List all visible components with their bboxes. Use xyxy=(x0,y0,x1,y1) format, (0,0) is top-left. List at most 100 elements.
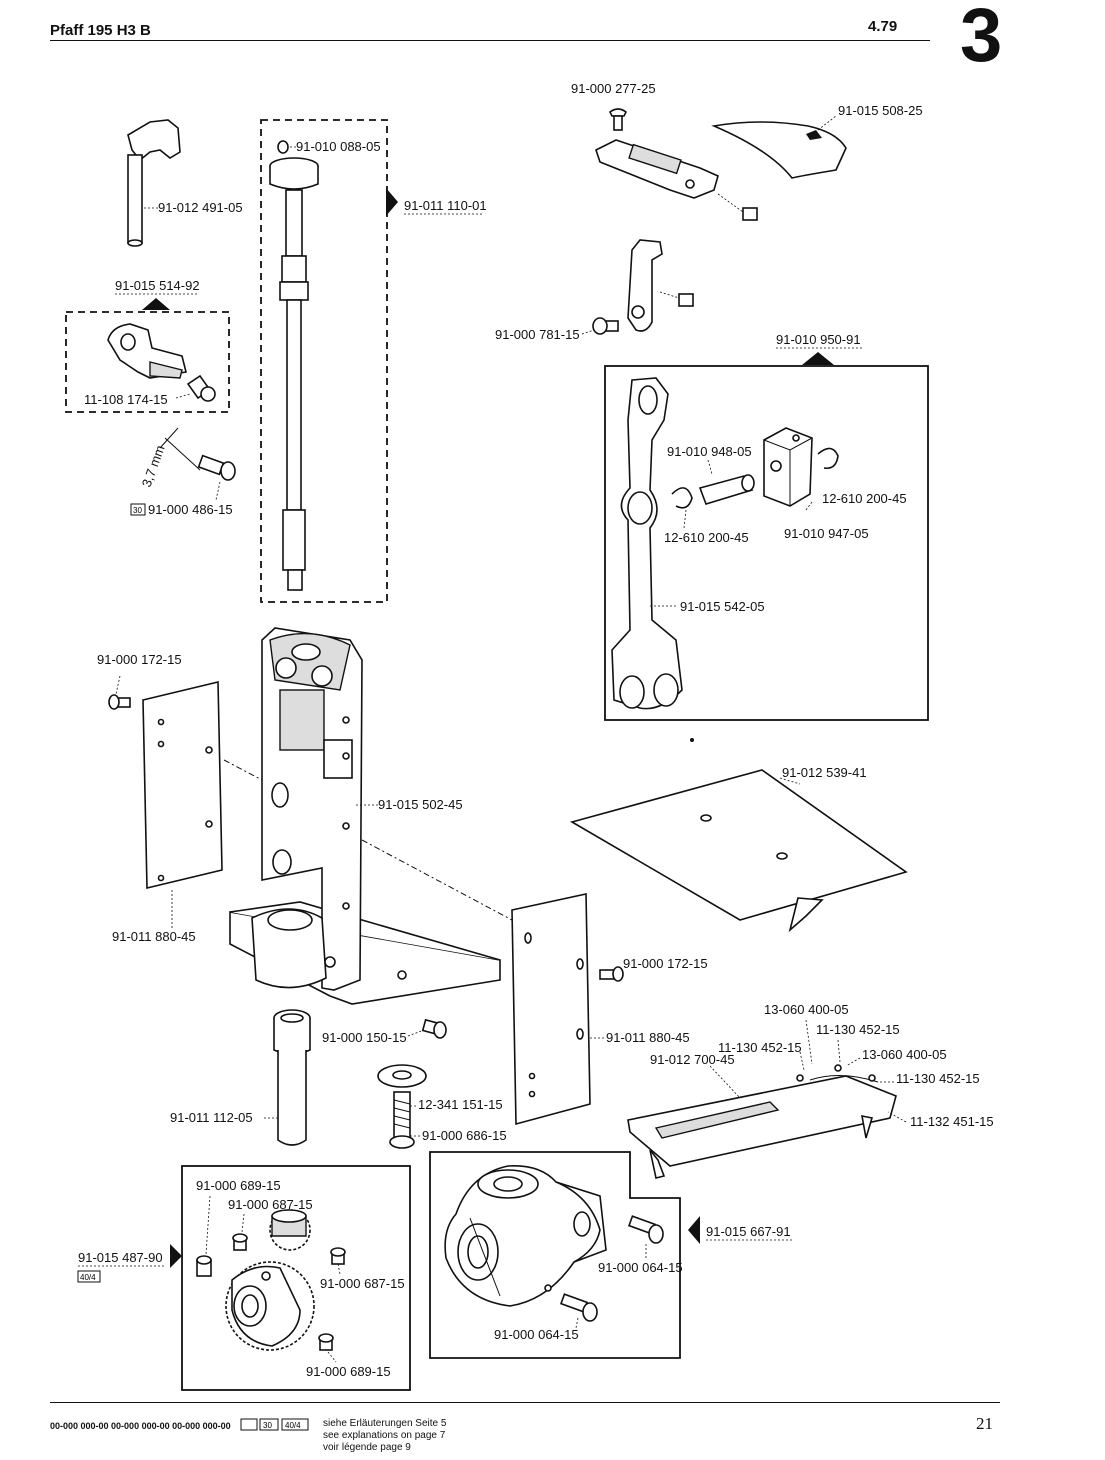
svg-text:40/4: 40/4 xyxy=(80,1273,96,1282)
part-label: 91-000 686-15 xyxy=(422,1128,507,1143)
throat-plate-part xyxy=(595,108,719,199)
connecting-rod-part xyxy=(611,377,683,710)
leader-line xyxy=(799,1051,805,1071)
part-label: 12-610 200-45 xyxy=(822,491,907,506)
footer-code-legend: 00-000 000-00 00-000 000-00 00-000 000-0… xyxy=(50,1421,231,1431)
group-marker xyxy=(802,352,834,365)
slide-plate-part xyxy=(711,121,847,179)
leader-line xyxy=(337,1263,341,1275)
group-marker xyxy=(386,188,398,216)
footer-note-en: see explanations on page 7 xyxy=(323,1430,446,1441)
screw-part xyxy=(627,1215,664,1244)
leader-line xyxy=(205,1195,211,1255)
part-label: 91-015 514-92 xyxy=(115,278,200,293)
footer-rule xyxy=(50,1402,1000,1403)
chapter-number: 3 xyxy=(960,0,1003,78)
svg-text:30: 30 xyxy=(133,506,142,515)
leader-line xyxy=(115,675,121,695)
retaining-ring-part xyxy=(817,447,839,470)
footer-note-de: siehe Erläuterungen Seite 5 xyxy=(323,1418,447,1429)
leader-line xyxy=(845,1057,861,1067)
screw-part xyxy=(108,694,131,710)
screw-part xyxy=(232,1233,248,1251)
part-label: 91-000 689-15 xyxy=(196,1178,281,1193)
thread-guide-part xyxy=(127,119,181,247)
document-title: Pfaff 195 H3 B xyxy=(50,22,151,39)
leader-line xyxy=(575,1317,579,1329)
part-label: 91-000 687-15 xyxy=(228,1197,313,1212)
part-label: 91-000 172-15 xyxy=(97,652,182,667)
part-label: 12-610 200-45 xyxy=(664,530,749,545)
leader-line xyxy=(215,481,221,501)
part-label: 11-108 174-15 xyxy=(84,392,168,407)
part-label: 91-015 508-25 xyxy=(838,103,923,118)
leader-line xyxy=(837,1039,841,1063)
part-label: 91-000 486-15 xyxy=(148,502,233,517)
part-label: 91-011 880-45 xyxy=(606,1030,690,1045)
reference-square xyxy=(678,293,694,307)
leader-line xyxy=(241,1213,245,1233)
part-label: 13-060 400-05 xyxy=(764,1002,849,1017)
revision-date: 4.79 xyxy=(868,18,898,35)
part-label: 91-010 950-91 xyxy=(776,332,861,347)
sprocket-part xyxy=(225,1209,315,1351)
bolt-part xyxy=(698,474,755,505)
leader-line xyxy=(581,329,595,335)
footer-badge-legend: 30 40/4 xyxy=(240,1418,309,1431)
svg-text:40/4: 40/4 xyxy=(285,1421,301,1430)
part-label: 11-130 452-15 xyxy=(896,1071,980,1086)
group-marker xyxy=(170,1244,182,1268)
header-rule xyxy=(50,40,930,41)
screw-part xyxy=(318,1333,334,1351)
part-label: 91-000 172-15 xyxy=(623,956,708,971)
part-label: 91-000 064-15 xyxy=(494,1327,579,1342)
svg-text:30: 30 xyxy=(263,1421,272,1430)
screw-part xyxy=(330,1247,346,1265)
leader-line xyxy=(659,291,680,299)
part-label: 91-010 088-05 xyxy=(296,139,381,154)
leader-line xyxy=(709,1065,741,1099)
part-label: 91-012 491-05 xyxy=(158,200,243,215)
reference-badge: 30 xyxy=(130,503,146,516)
part-label: 91-012 539-41 xyxy=(782,765,867,780)
screw-part xyxy=(159,427,236,481)
part-label: 11-130 452-15 xyxy=(718,1040,802,1055)
housing-part xyxy=(229,627,501,1005)
part-label: 91-000 277-25 xyxy=(571,81,656,96)
part-label: 11-132 451-15 xyxy=(910,1114,994,1129)
screw-part xyxy=(389,1091,415,1149)
part-label: 91-012 700-45 xyxy=(650,1052,735,1067)
cover-plate-part xyxy=(142,680,223,890)
centerline xyxy=(361,839,513,921)
feed-lever-part xyxy=(627,239,663,332)
needle-bar-part xyxy=(269,140,319,591)
pin-part xyxy=(273,1009,311,1146)
needle-plate-part xyxy=(627,1064,897,1179)
group-box-needle-bar xyxy=(260,119,388,603)
leader-line xyxy=(805,1019,813,1065)
bed-plate-part xyxy=(569,738,908,933)
part-label: 91-015 542-05 xyxy=(680,599,765,614)
leader-line xyxy=(175,393,191,399)
leader-line xyxy=(887,1111,907,1123)
group-marker xyxy=(688,1216,700,1244)
screw-part xyxy=(592,317,619,335)
part-label: 91-000 689-15 xyxy=(306,1364,391,1379)
part-label: 13-060 400-05 xyxy=(862,1047,947,1062)
part-label: 91-011 880-45 xyxy=(112,929,196,944)
part-label: 12-341 151-15 xyxy=(418,1097,503,1112)
part-label: 91-000 064-15 xyxy=(598,1260,683,1275)
part-label: 91-015 487-90 xyxy=(78,1250,163,1265)
washer-part xyxy=(377,1064,427,1088)
reference-badge: 40/4 xyxy=(77,1270,101,1283)
centerline xyxy=(223,759,263,781)
leader-line xyxy=(817,115,837,131)
leader-line xyxy=(717,193,744,213)
screw-part xyxy=(196,1255,212,1277)
leader-line xyxy=(707,459,713,475)
screw-part xyxy=(421,1018,447,1039)
cover-plate-part xyxy=(511,893,591,1126)
group-marker xyxy=(142,298,170,310)
leader-line xyxy=(683,509,687,529)
